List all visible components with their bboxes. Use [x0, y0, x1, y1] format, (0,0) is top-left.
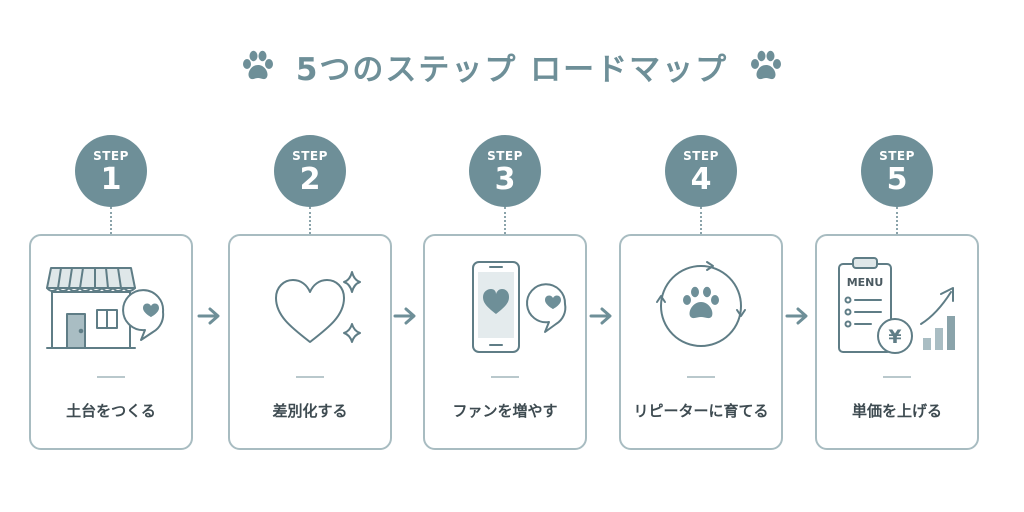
step-badge-label: STEP — [879, 149, 915, 163]
divider — [296, 376, 324, 378]
step-badge-label: STEP — [487, 149, 523, 163]
divider — [97, 376, 125, 378]
arrow-right-icon — [197, 307, 220, 325]
menu-title: MENU — [847, 276, 884, 289]
step-badge-label: STEP — [292, 149, 328, 163]
paw-print-icon — [242, 50, 273, 80]
step-badge-label: STEP — [683, 149, 719, 163]
step-number: 4 — [690, 162, 712, 197]
step-number: 2 — [299, 162, 321, 197]
step-label: リピーターに育てる — [633, 402, 769, 420]
divider — [687, 376, 715, 378]
step-label: 土台をつくる — [66, 402, 156, 420]
smartphone-with-heart-bubble-icon — [472, 261, 567, 353]
page-title: 5つのステップ ロードマップ — [295, 51, 729, 88]
arrow-right-icon — [393, 307, 416, 325]
paw-print-icon — [751, 50, 782, 80]
step-badge: STEP 3 — [469, 135, 541, 207]
step-badge: STEP 5 — [861, 135, 933, 207]
step-4: STEP 4 リピーターに育てる — [619, 0, 783, 512]
title-row: 5つのステップ ロードマップ — [0, 40, 1024, 92]
step-card: リピーターに育てる — [619, 234, 783, 450]
yen-icon: ¥ — [888, 326, 901, 348]
divider — [491, 376, 519, 378]
heart-with-sparkles-icon — [275, 271, 361, 343]
step-label: 差別化する — [272, 402, 348, 420]
menu-clipboard-yen-growth-icon: MENU ¥ — [838, 257, 955, 354]
step-5: STEP 5 MENU ¥ — [815, 0, 979, 512]
paw-cycle-icon — [656, 261, 746, 347]
step-label: ファンを増やす — [452, 402, 558, 420]
step-label: 単価を上げる — [851, 402, 942, 420]
step-badge: STEP 1 — [75, 135, 147, 207]
step-card: 土台をつくる — [29, 234, 193, 450]
step-card: MENU ¥ 単価を上げる — [815, 234, 979, 450]
dotted-connector — [309, 207, 311, 234]
dotted-connector — [504, 207, 506, 234]
dotted-connector — [700, 207, 702, 234]
divider — [883, 376, 911, 378]
step-number: 5 — [886, 162, 908, 197]
step-badge: STEP 4 — [665, 135, 737, 207]
step-number: 3 — [494, 162, 516, 197]
step-card: 差別化する — [228, 234, 392, 450]
step-card: ファンを増やす — [423, 234, 587, 450]
dotted-connector — [896, 207, 898, 234]
dotted-connector — [110, 207, 112, 234]
step-number: 1 — [100, 162, 122, 197]
arrow-right-icon — [785, 307, 808, 325]
storefront-with-heart-bubble-icon — [46, 267, 165, 349]
step-2: STEP 2 差別化する — [228, 0, 392, 512]
step-3: STEP 3 ファンを増やす — [423, 0, 587, 512]
step-badge: STEP 2 — [274, 135, 346, 207]
step-badge-label: STEP — [93, 149, 129, 163]
arrow-right-icon — [589, 307, 612, 325]
step-1: STEP 1 — [29, 0, 193, 512]
